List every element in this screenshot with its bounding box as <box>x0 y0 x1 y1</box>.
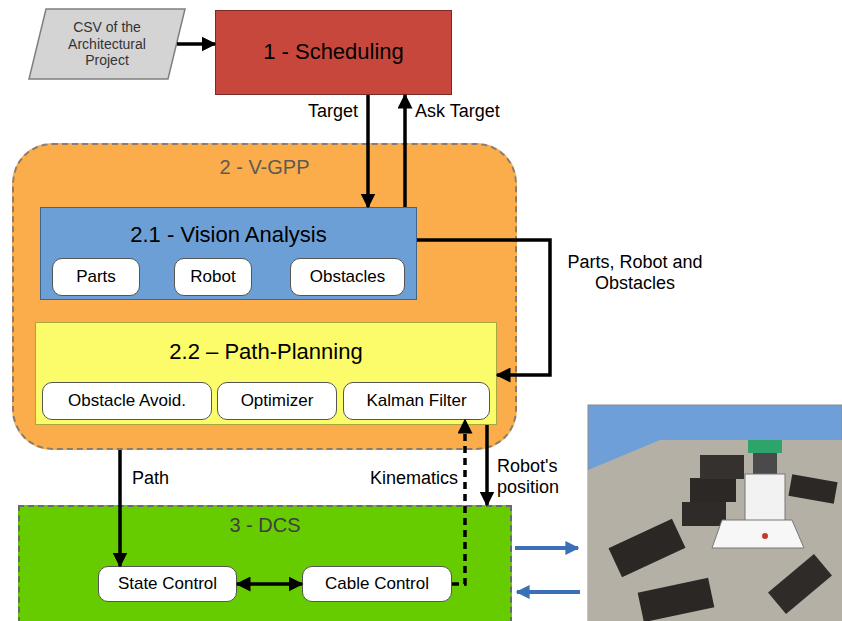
robot-gripper <box>712 520 804 548</box>
module-region: 2 - V-GPP 2.1 - Vision AnalysisParts Robot… <box>12 143 517 450</box>
component-box: Robot <box>174 258 252 296</box>
parallelogram-outline <box>29 9 185 79</box>
component-box: Cable Control <box>302 566 452 602</box>
module-region: 3 - DCS State Control Cable Control <box>18 505 512 621</box>
module-box: 2.2 – Path-PlanningObstacle Avoid. Optimi… <box>35 322 497 425</box>
component-box: Parts <box>52 258 140 296</box>
region-title: 3 - DCS <box>20 513 510 537</box>
component-box: State Control <box>98 566 237 602</box>
component-box: Obstacle Avoid. <box>42 382 212 420</box>
box-label: Obstacles <box>310 267 386 287</box>
connector-arrow <box>237 582 302 586</box>
box-label: Kalman Filter <box>366 391 466 411</box>
brick <box>609 519 686 578</box>
module-box: 2.1 - Vision AnalysisParts Robot Obstacles <box>40 207 417 300</box>
box-label: Parts <box>76 267 116 287</box>
brick <box>768 554 832 614</box>
region-title: 2.1 - Vision Analysis <box>41 222 416 248</box>
edge-label: Path <box>130 468 190 489</box>
connector-arrow <box>417 240 550 375</box>
photo-floor <box>588 440 842 621</box>
brick <box>682 502 726 526</box>
box-label: State Control <box>118 574 217 594</box>
connector-arrow <box>485 425 489 505</box>
connector-arrow <box>366 95 370 207</box>
edge-label: Kinematics <box>356 468 460 489</box>
brick <box>638 578 715 621</box>
region-title: 2.2 – Path-Planning <box>36 339 496 365</box>
connector-arrow <box>403 95 407 207</box>
flow-arrow <box>515 546 578 550</box>
flow-arrow <box>517 590 580 594</box>
component-box: Kalman Filter <box>343 382 490 420</box>
box-label: 1 - Scheduling <box>263 39 404 65</box>
input-data: CSV of the Architectural Project <box>28 8 186 80</box>
connector-arrow <box>177 42 215 46</box>
brick <box>788 474 837 504</box>
robot-body <box>745 474 785 522</box>
connector-arrow <box>452 420 465 584</box>
component-box: Optimizer <box>217 382 337 420</box>
region-title: 2 - V-GPP <box>14 155 515 179</box>
edge-label: Target <box>268 101 360 122</box>
box-label: Cable Control <box>325 574 429 594</box>
edge-label: Robot's position <box>495 456 579 498</box>
process-box: 1 - Scheduling <box>215 10 452 95</box>
component-box: Obstacles <box>290 258 405 296</box>
connector-arrow <box>118 450 122 566</box>
robot-marker <box>748 440 782 453</box>
box-label: CSV of the Architectural Project <box>52 19 162 69</box>
edge-label: Ask Target <box>413 101 523 122</box>
brick <box>690 478 736 502</box>
box-label: Obstacle Avoid. <box>68 391 186 411</box>
box-label: Robot <box>190 267 235 287</box>
robot-column <box>753 452 777 474</box>
box-label: Optimizer <box>241 391 314 411</box>
robot-photo <box>588 405 842 621</box>
edge-label: Parts, Robot and Obstacles <box>560 252 710 294</box>
brick <box>700 455 744 479</box>
photo-sky <box>588 405 842 621</box>
robot-light <box>762 533 768 539</box>
